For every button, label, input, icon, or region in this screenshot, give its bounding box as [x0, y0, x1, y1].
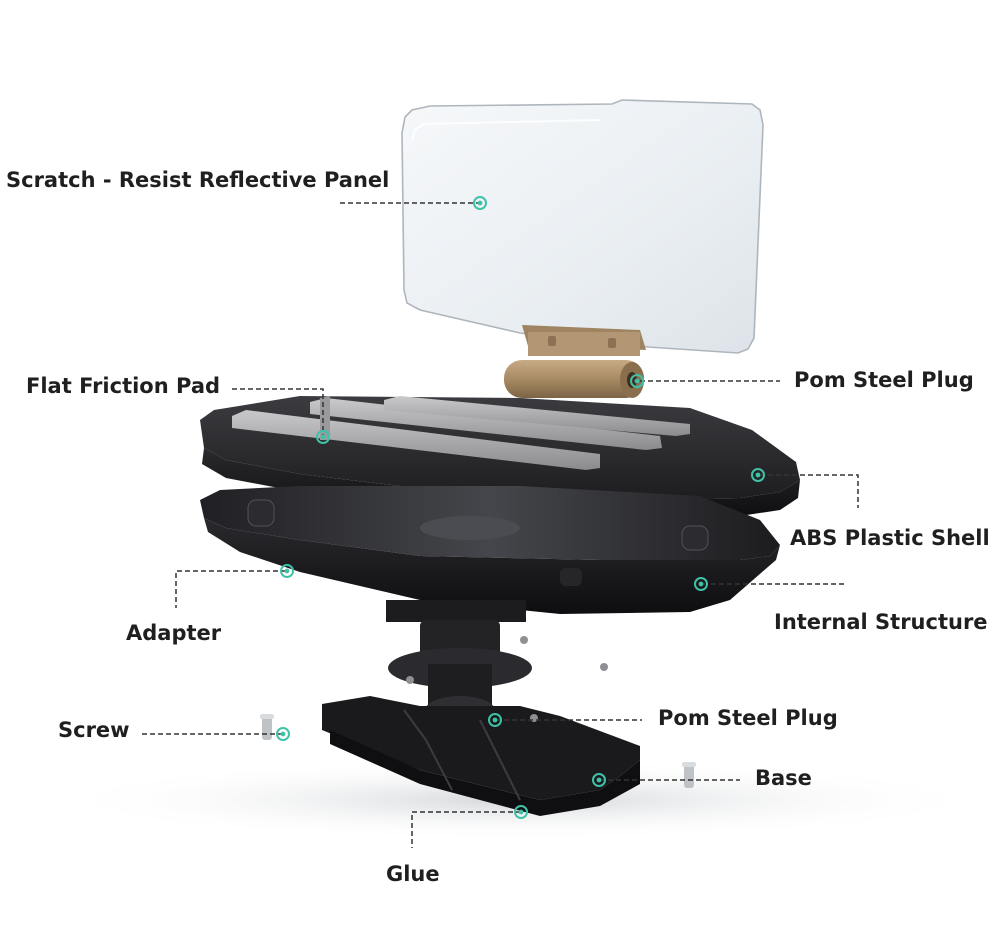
label-pom-plug-bottom: Pom Steel Plug: [658, 706, 838, 730]
marker-base: [592, 773, 606, 787]
label-base: Base: [755, 766, 812, 790]
label-pom-plug-top: Pom Steel Plug: [794, 368, 974, 392]
marker-internal-structure: [694, 577, 708, 591]
marker-screw: [276, 727, 290, 741]
label-panel: Scratch - Resist Reflective Panel: [6, 168, 390, 192]
marker-glue: [514, 805, 528, 819]
leader-lines: [142, 202, 859, 848]
leader-friction-pad: [232, 388, 324, 436]
label-internal-structure: Internal Structure: [774, 610, 988, 634]
callout-markers: [276, 196, 765, 819]
screw-parts: [260, 636, 696, 788]
reflective-panel: [401, 99, 764, 354]
label-screw: Screw: [58, 718, 130, 742]
marker-abs-shell: [751, 468, 765, 482]
internal-structure-tray: [200, 486, 780, 614]
leader-glue: [411, 811, 521, 848]
label-friction-pad: Flat Friction Pad: [26, 374, 221, 398]
pom-steel-plug-hinge: [504, 325, 646, 398]
label-abs-shell: ABS Plastic Shell: [790, 526, 990, 550]
leader-abs-shell: [760, 474, 859, 508]
marker-pom-top: [630, 374, 644, 388]
marker-friction-pad: [316, 430, 330, 444]
label-glue: Glue: [386, 862, 440, 886]
base-plate: [322, 696, 640, 816]
label-adapter: Adapter: [126, 621, 222, 645]
flat-friction-pad: [232, 396, 690, 470]
marker-pom-bottom: [488, 713, 502, 727]
marker-panel: [473, 196, 487, 210]
leader-adapter: [175, 570, 286, 608]
marker-adapter: [280, 564, 294, 578]
